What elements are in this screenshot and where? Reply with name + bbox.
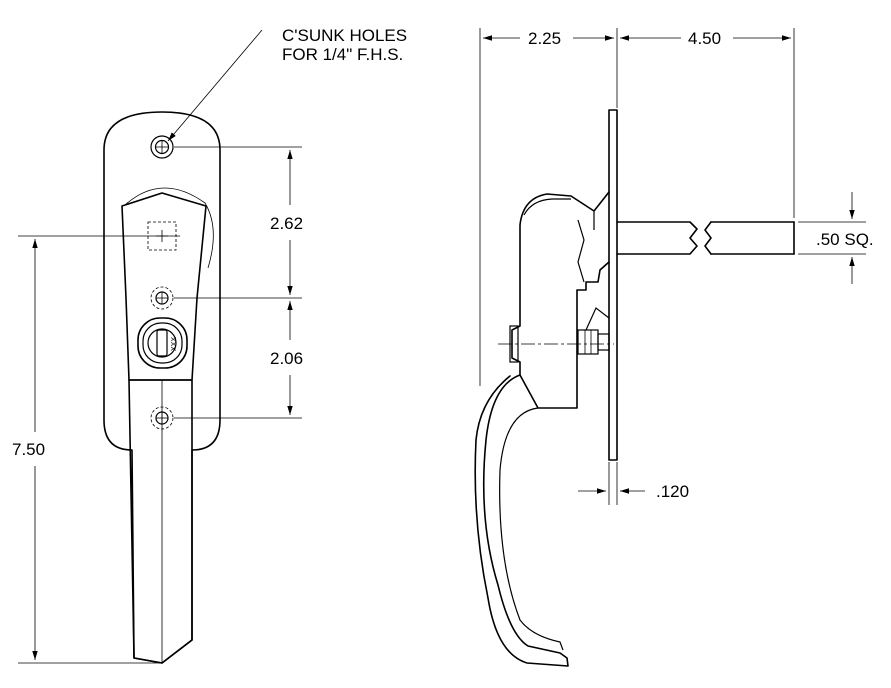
set-screw <box>577 307 610 355</box>
note-line-2: FOR 1/4" F.H.S. <box>282 45 403 64</box>
countersunk-hole-top <box>150 135 174 159</box>
dim-text-4-50: 4.50 <box>688 29 721 48</box>
dim-text-2-62: 2.62 <box>270 214 303 233</box>
leader-line <box>167 29 263 142</box>
dim-text-50-sq: .50 SQ. <box>816 230 874 249</box>
key-stamp: XXX <box>171 337 178 351</box>
handle-lever-profile <box>474 374 569 667</box>
countersunk-hole-middle <box>150 286 174 310</box>
countersunk-hole-lower <box>150 406 174 430</box>
rose-arc <box>124 187 214 269</box>
dim-text-120: .120 <box>656 482 689 501</box>
side-view: 2.25 4.50 .50 SQ. .120 <box>474 28 874 667</box>
note-line-1: C'SUNK HOLES <box>282 26 407 45</box>
mounting-plate <box>608 109 618 461</box>
dim-text-7-50: 7.50 <box>12 440 45 459</box>
spindle <box>616 221 795 255</box>
dim-text-2-06: 2.06 <box>270 349 303 368</box>
lock-cylinder: XXX <box>137 317 188 369</box>
front-view: XXX C'SUNK HOLES FOR 1/4" F.H.S. 2.62 2.… <box>12 26 407 664</box>
handle-lever <box>128 379 193 664</box>
handle-housing <box>511 191 610 409</box>
dim-text-2-25: 2.25 <box>528 29 561 48</box>
escutcheon-outline <box>103 111 221 664</box>
handle-head <box>121 192 207 381</box>
